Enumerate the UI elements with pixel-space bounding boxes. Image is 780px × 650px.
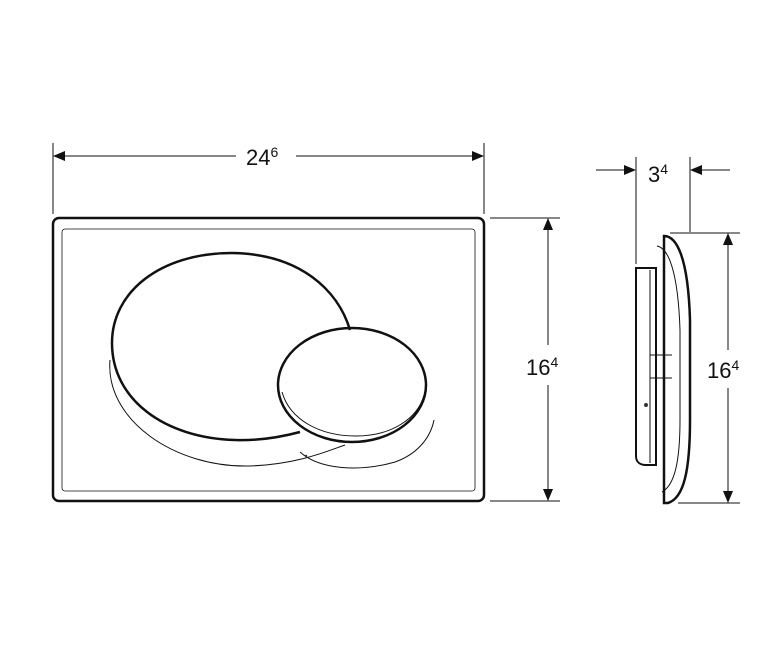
side-mount-body — [635, 267, 657, 466]
side-height-dimension-label: 164 — [707, 357, 739, 383]
side-height-value: 16 — [707, 358, 731, 383]
small-button-highlight — [281, 391, 425, 437]
front-height-value: 16 — [526, 355, 550, 380]
front-plate-outline — [51, 216, 486, 503]
front-view — [51, 216, 486, 503]
front-height-dimension: 164 — [490, 217, 560, 502]
width-dimension-value: 24 — [246, 145, 270, 170]
front-width-dimension: 246 — [52, 143, 485, 214]
depth-value: 3 — [648, 162, 660, 187]
small-flush-button — [276, 326, 428, 444]
side-screw-dot — [644, 403, 648, 407]
width-dimension-label: 246 — [246, 144, 278, 170]
button-cluster-shadow — [299, 419, 435, 469]
depth-dimension-label: 34 — [648, 161, 668, 187]
front-plate-bevel — [61, 228, 476, 492]
front-height-dimension-label: 164 — [526, 354, 558, 380]
side-depth-dimension: 34 — [596, 157, 730, 264]
large-button-shadow — [109, 359, 346, 467]
side-height-sup: 4 — [731, 357, 739, 373]
side-view — [635, 234, 692, 505]
front-height-sup: 4 — [550, 354, 558, 370]
side-height-dimension: 164 — [670, 232, 740, 504]
side-cover-plate — [662, 234, 692, 505]
small-button-dot — [304, 454, 308, 458]
side-cover-inner — [656, 245, 681, 493]
large-flush-button — [110, 251, 352, 442]
depth-sup: 4 — [660, 161, 668, 177]
width-dimension-sup: 6 — [270, 144, 278, 160]
